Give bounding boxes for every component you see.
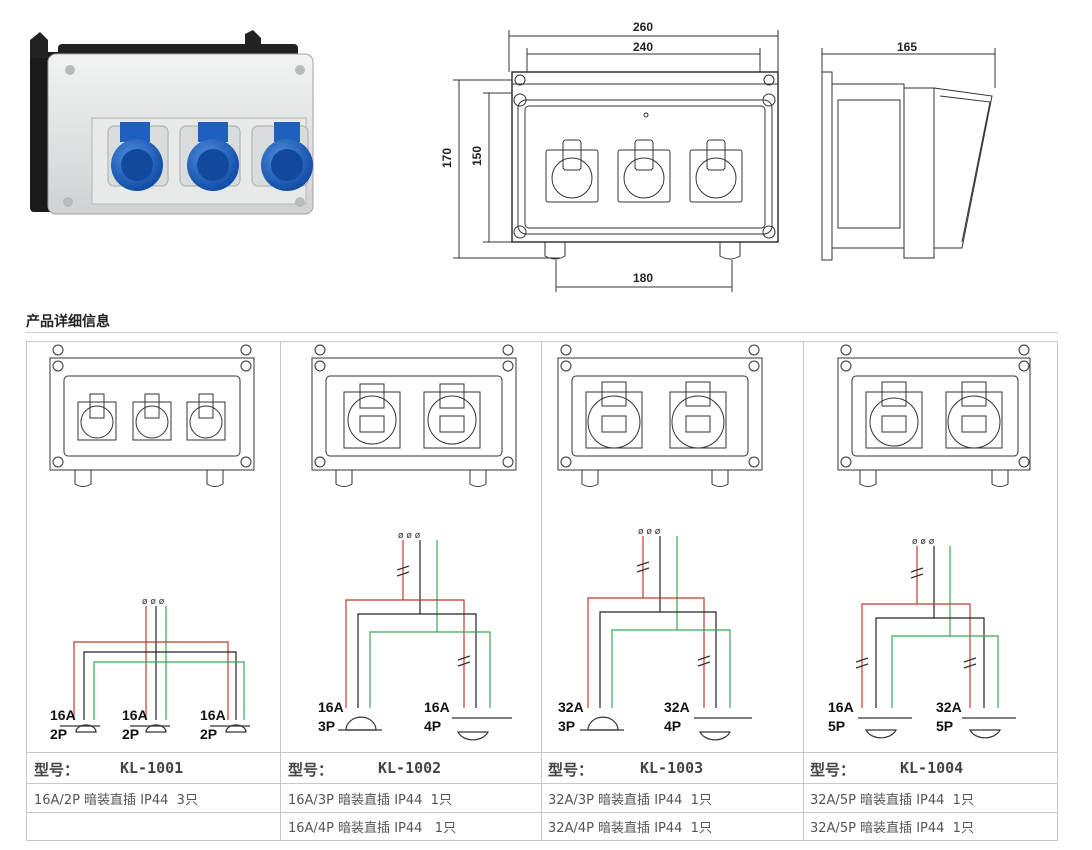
spec-line: 32A/5P 暗装直插 IP44 1只: [810, 793, 974, 808]
wiring-label-poles: 2P: [50, 726, 68, 742]
wiring-diagram-1: ø ø ø: [60, 597, 250, 733]
product-table: [26, 341, 1058, 841]
product-photo: [30, 30, 314, 215]
model-code: KL-1003: [640, 759, 704, 777]
spec-line: 16A/2P 暗装直插 IP44 3只: [34, 793, 198, 808]
model-label: 型号：: [548, 761, 594, 779]
wiring-label-poles: 3P: [558, 718, 576, 734]
column-divider: [280, 341, 281, 841]
model-label: 型号：: [288, 761, 334, 779]
row-divider: [26, 783, 1058, 784]
dim-depth: 165: [897, 40, 918, 54]
wiring-label-poles: 5P: [936, 718, 954, 734]
spec-line: 32A/4P 暗装直插 IP44 1只: [548, 821, 712, 836]
svg-text:ø ø ø: ø ø ø: [398, 531, 421, 541]
dim-mount-spacing: 180: [633, 271, 654, 285]
wiring-diagram-3: ø ø ø: [580, 527, 752, 741]
wiring-label-poles: 2P: [122, 726, 140, 742]
model-code: KL-1004: [900, 759, 964, 777]
dim-total-width: 260: [633, 20, 654, 34]
socket-photo-1: [107, 122, 169, 191]
side-technical-drawing: [821, 48, 996, 261]
dim-inner-height: 150: [470, 145, 484, 166]
wiring-label-poles: 4P: [664, 718, 682, 734]
wiring-label-amp: 32A: [558, 699, 584, 715]
dim-inner-width: 240: [633, 40, 654, 54]
model-code: KL-1002: [378, 759, 442, 777]
panel-2-drawing: [311, 344, 517, 487]
panel-3-drawing: [557, 344, 763, 487]
column-divider: [803, 341, 804, 841]
row-divider: [26, 812, 1058, 813]
dim-total-height: 170: [440, 147, 454, 168]
wiring-diagram-4: ø ø ø: [855, 537, 1016, 739]
svg-text:ø ø ø: ø ø ø: [142, 597, 165, 607]
wiring-label-amp: 16A: [200, 707, 226, 723]
wiring-diagram-2: ø ø ø: [338, 531, 512, 741]
svg-text:ø ø ø: ø ø ø: [638, 527, 661, 537]
divider: [26, 332, 1058, 333]
spec-line: 32A/5P 暗装直插 IP44 1只: [810, 821, 974, 836]
spec-line: 16A/4P 暗装直插 IP44 1只: [288, 821, 457, 836]
wiring-label-amp: 16A: [50, 707, 76, 723]
spec-line: 32A/3P 暗装直插 IP44 1只: [548, 793, 712, 808]
wiring-label-amp: 16A: [122, 707, 148, 723]
row-divider: [26, 752, 1058, 753]
wiring-label-amp: 16A: [828, 699, 854, 715]
socket-photo-2: [179, 122, 241, 191]
wiring-label-poles: 5P: [828, 718, 846, 734]
socket-photo-3: [251, 122, 313, 191]
front-technical-drawing: [453, 30, 779, 292]
wiring-label-poles: 2P: [200, 726, 218, 742]
panel-1-drawing: [49, 344, 255, 487]
model-label: 型号：: [810, 761, 856, 779]
wiring-label-amp: 16A: [318, 699, 344, 715]
svg-text:ø ø ø: ø ø ø: [912, 537, 935, 547]
wiring-label-poles: 3P: [318, 718, 336, 734]
wiring-label-amp: 32A: [664, 699, 690, 715]
column-divider: [541, 341, 542, 841]
section-title: 产品详细信息: [26, 314, 110, 330]
model-code: KL-1001: [120, 759, 184, 777]
panel-4-drawing: [837, 344, 1031, 487]
wiring-label-amp: 32A: [936, 699, 962, 715]
model-label: 型号：: [34, 761, 80, 779]
wiring-label-amp: 16A: [424, 699, 450, 715]
wiring-label-poles: 4P: [424, 718, 442, 734]
spec-line: 16A/3P 暗装直插 IP44 1只: [288, 793, 452, 808]
